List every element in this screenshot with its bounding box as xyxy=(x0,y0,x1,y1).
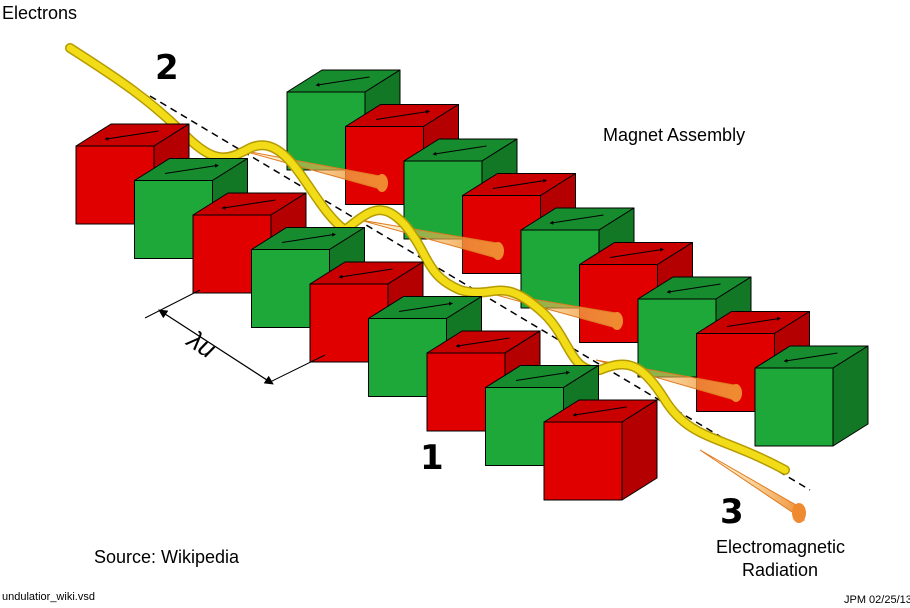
callout-2: 2 xyxy=(155,48,179,88)
polarity-arrow-icon xyxy=(281,232,336,243)
polarity-arrow-icon xyxy=(104,130,159,141)
output-radiation-cone xyxy=(699,449,806,521)
source-label: Source: Wikipedia xyxy=(94,547,240,567)
magnet-front-face xyxy=(754,367,834,447)
polarity-arrow-icon xyxy=(338,268,393,279)
polarity-arrow-icon xyxy=(666,283,721,294)
em-radiation-label-line1: Electromagnetic xyxy=(716,537,846,557)
polarity-arrow-icon xyxy=(432,145,487,156)
author-date-label: JPM 02/25/13 xyxy=(844,594,910,606)
green-magnet-block xyxy=(134,158,248,259)
electron-beam xyxy=(66,44,789,474)
radiation-cones xyxy=(239,149,742,402)
polarity-arrow-icon xyxy=(164,163,219,174)
green-magnet-block xyxy=(754,345,869,447)
polarity-arrow-icon xyxy=(549,214,604,225)
polarity-arrow-icon xyxy=(455,337,510,348)
polarity-arrow-icon xyxy=(375,109,430,120)
period-dimension xyxy=(144,289,326,385)
red-magnet-block xyxy=(543,399,658,501)
radiation-cone-end xyxy=(376,174,388,192)
electrons-label: Electrons xyxy=(2,3,78,23)
em-radiation-label-line2: Radiation xyxy=(742,560,819,580)
polarity-arrow-icon xyxy=(783,352,838,363)
polarity-arrow-icon xyxy=(515,370,570,381)
file-name-label: undulatior_wiki.vsd xyxy=(2,591,95,603)
magnet-assembly-label: Magnet Assembly xyxy=(603,125,746,145)
polarity-arrow-icon xyxy=(572,406,627,417)
polarity-arrow-icon xyxy=(492,178,547,189)
radiation-cone-end xyxy=(492,242,504,260)
callout-1: 1 xyxy=(420,438,444,478)
radiation-cone-end xyxy=(730,384,742,402)
magnet-front-face xyxy=(543,421,623,501)
front-magnet-row xyxy=(75,123,658,501)
polarity-arrow-icon xyxy=(398,301,453,312)
polarity-arrow-icon xyxy=(221,199,276,210)
back-magnet-row xyxy=(286,69,869,447)
radiation-cone-end xyxy=(611,312,623,330)
callout-3: 3 xyxy=(720,492,744,532)
polarity-arrow-icon xyxy=(315,76,370,87)
polarity-arrow-icon xyxy=(726,316,781,327)
polarity-arrow-icon xyxy=(609,247,664,258)
output-radiation-end xyxy=(792,503,806,523)
